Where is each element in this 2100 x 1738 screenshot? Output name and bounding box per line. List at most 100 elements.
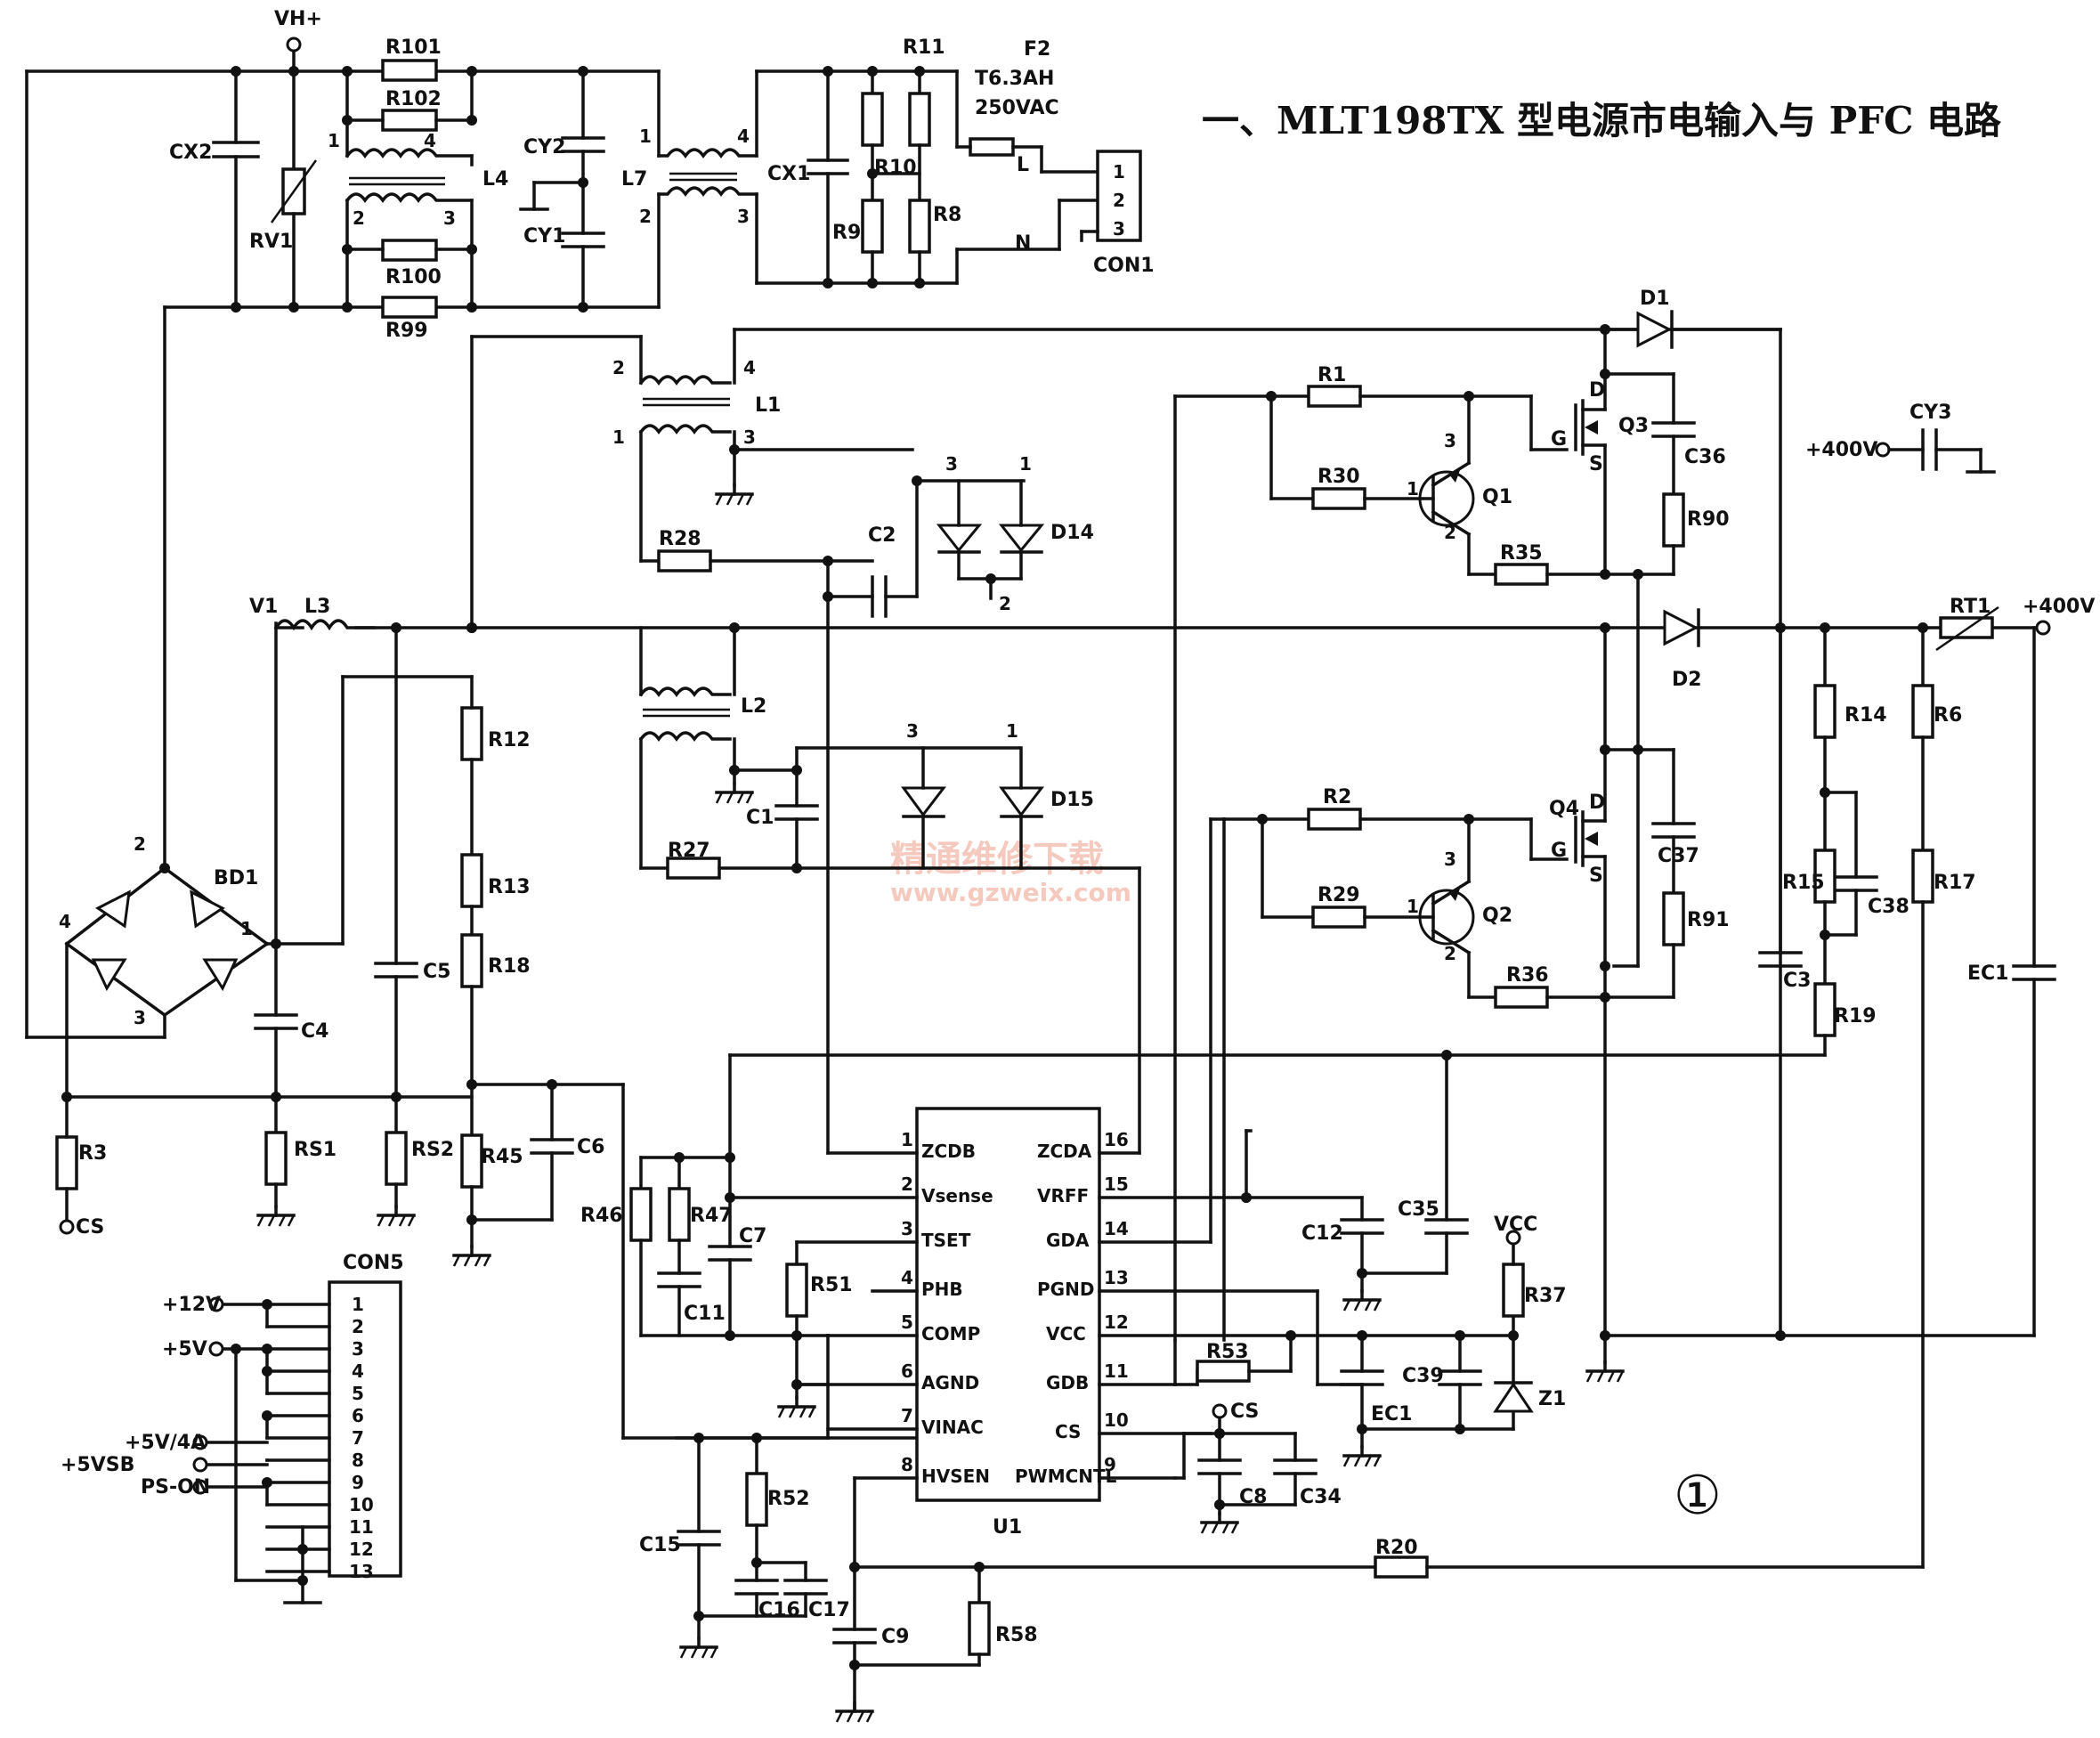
u1-pin-10-num: 10 — [1104, 1409, 1129, 1431]
con1-pin-2: 2 — [1113, 190, 1125, 211]
l7-pin-2: 2 — [639, 206, 652, 227]
rt1-label: RT1 — [1950, 596, 1991, 618]
q2-pin-2: 2 — [1444, 943, 1456, 964]
r14-label: R14 — [1845, 704, 1887, 727]
u1-pin-7-num: 7 — [901, 1405, 913, 1426]
fuse-ref: F2 — [1024, 38, 1050, 61]
d15-label: D15 — [1050, 789, 1094, 811]
l7-pin-3: 3 — [737, 206, 750, 227]
watermark-url: www.gzweix.com — [890, 878, 1131, 907]
cx1-label: CX1 — [767, 163, 810, 185]
vh-label: VH+ — [274, 8, 322, 30]
watermark-text: 精通维修下载 — [890, 839, 1104, 880]
l3-label: L3 — [304, 596, 330, 618]
input-filter — [25, 37, 1142, 1039]
con5-pin-1: 1 — [352, 1294, 364, 1315]
con1-label: CON1 — [1093, 255, 1155, 277]
cx2-label: CX2 — [169, 142, 212, 164]
con5-pin-4: 4 — [352, 1360, 364, 1382]
rail-12v: +12V — [162, 1294, 221, 1316]
r36-label: R36 — [1506, 964, 1549, 987]
c7-label: C7 — [739, 1225, 766, 1247]
q4-gate-label: G — [1551, 840, 1567, 862]
q1-label: Q1 — [1482, 486, 1512, 508]
r37-label: R37 — [1524, 1285, 1567, 1307]
u1-body — [915, 1107, 1101, 1502]
rv1-label: RV1 — [249, 231, 293, 253]
u1-pin-13-num: 13 — [1104, 1267, 1129, 1288]
con1-pin-1: 1 — [1113, 161, 1125, 183]
con5-connector — [192, 1280, 402, 1604]
u1-pin-5-num: 5 — [901, 1312, 913, 1333]
l1-pin-1: 1 — [612, 426, 625, 448]
page-title: 一、MLT198TX 型电源市电输入与 PFC 电路 — [1202, 99, 2002, 142]
l1-label: L1 — [755, 394, 781, 417]
r8-label: R8 — [933, 204, 961, 226]
q3-label: Q3 — [1618, 415, 1649, 437]
q3-gate-label: G — [1551, 428, 1567, 451]
c6-label: C6 — [577, 1136, 604, 1158]
d14-label: D14 — [1050, 522, 1094, 544]
rs2-label: RS2 — [411, 1139, 454, 1161]
r100-label: R100 — [385, 266, 442, 288]
q4-drain-label: D — [1589, 792, 1605, 814]
controller-ic — [629, 817, 1925, 1724]
d2-label: D2 — [1672, 669, 1702, 691]
u1-pin-4-num: 4 — [901, 1267, 913, 1288]
rail-ps-on: PS-ON — [141, 1476, 210, 1498]
fuse-voltage: 250VAC — [975, 97, 1059, 119]
u1-pin-9-name: PWMCNTL — [1015, 1466, 1117, 1487]
l1-pin-3: 3 — [743, 426, 756, 448]
r47-label: R47 — [690, 1205, 733, 1227]
c9-label: C9 — [881, 1626, 909, 1648]
u1-pin-5-name: COMP — [921, 1323, 980, 1344]
c8-label: C8 — [1239, 1486, 1267, 1508]
r3-label: R3 — [78, 1142, 107, 1165]
r17-label: R17 — [1934, 872, 1976, 894]
d15-pin-3: 3 — [906, 720, 919, 742]
r12-label: R12 — [488, 729, 531, 751]
con5-pin-13: 13 — [349, 1561, 374, 1582]
c1-label: C1 — [746, 807, 774, 829]
c37-label: C37 — [1658, 845, 1699, 867]
con5-pin-3: 3 — [352, 1338, 364, 1360]
r29-label: R29 — [1318, 884, 1360, 906]
bd1-pin-1: 1 — [240, 918, 253, 939]
r99-label: R99 — [385, 320, 428, 342]
live-label: L — [1017, 154, 1029, 176]
vcc-label: VCC — [1494, 1214, 1537, 1236]
r46-label: R46 — [580, 1205, 623, 1227]
l2-label: L2 — [741, 695, 766, 718]
r20-label: R20 — [1375, 1537, 1418, 1559]
r13-label: R13 — [488, 876, 531, 898]
con1-pin-3: 3 — [1113, 218, 1125, 240]
u1-pin-4-name: PHB — [921, 1279, 963, 1300]
u1-pin-7-name: VINAC — [921, 1417, 984, 1438]
u1-pin-13-name: PGND — [1037, 1279, 1094, 1300]
r2-label: R2 — [1323, 786, 1351, 808]
r30-label: R30 — [1318, 466, 1360, 488]
u1-pin-8-num: 8 — [901, 1454, 913, 1475]
u1-pin-14-name: GDA — [1046, 1230, 1090, 1251]
l7-label: L7 — [621, 168, 647, 191]
c11-label: C11 — [684, 1303, 726, 1325]
u1-pin-12-name: VCC — [1046, 1323, 1086, 1344]
q3-drain-label: D — [1589, 379, 1605, 402]
con5-pin-5: 5 — [352, 1383, 364, 1404]
l4-pin-4: 4 — [424, 130, 436, 151]
r51-label: R51 — [810, 1274, 853, 1296]
r27-label: R27 — [668, 840, 710, 862]
c17-label: C17 — [808, 1599, 850, 1621]
c35-label: C35 — [1398, 1198, 1439, 1221]
c39-label: C39 — [1402, 1365, 1444, 1387]
v1-label: V1 — [249, 596, 278, 618]
u1-pin-1-num: 1 — [901, 1129, 913, 1150]
u1-pin-9-num: 9 — [1104, 1454, 1116, 1475]
q4-source-label: S — [1589, 865, 1603, 887]
u1-pin-16-name: ZCDA — [1037, 1141, 1092, 1162]
u1-pin-2-name: Vsense — [921, 1185, 993, 1206]
d14-pin-3: 3 — [945, 453, 958, 475]
con5-pin-9: 9 — [352, 1472, 364, 1493]
u1-label: U1 — [993, 1516, 1022, 1539]
c34-label: C34 — [1300, 1486, 1342, 1508]
